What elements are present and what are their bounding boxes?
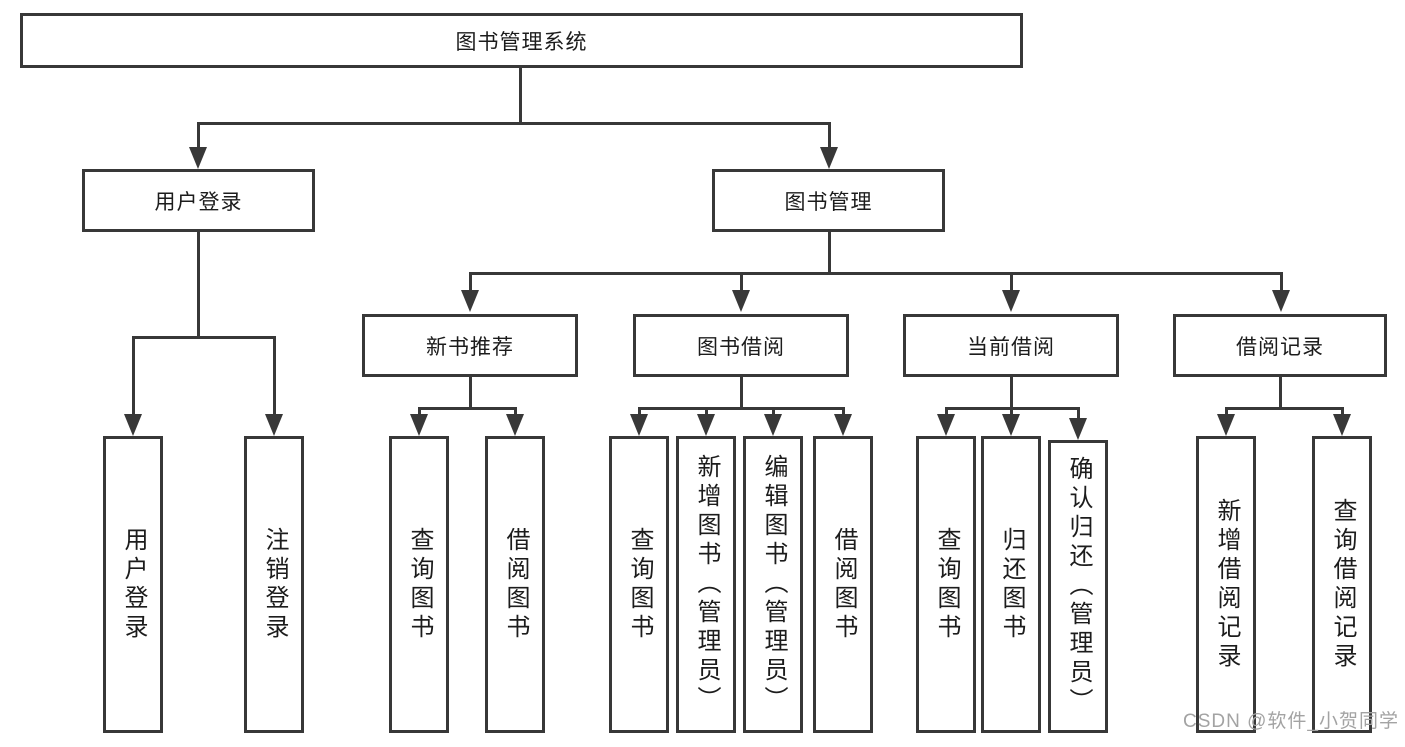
arrow-down-icon xyxy=(506,414,524,436)
node-new-book-recommend: 新书推荐 xyxy=(362,314,578,377)
node-current-borrowing: 当前借阅 xyxy=(903,314,1119,377)
arrow-shaft xyxy=(1077,407,1080,420)
arrow-shaft xyxy=(514,407,517,416)
arrow-shaft xyxy=(1010,272,1013,292)
node-book-borrowing: 图书借阅 xyxy=(633,314,849,377)
leaf-confirm-return-admin: 确认归还（管理员） xyxy=(1048,440,1108,733)
arrow-shaft xyxy=(638,407,641,416)
node-label: 用户登录 xyxy=(154,190,243,214)
leaf-query-books-recommend: 查询图书 xyxy=(389,436,449,733)
arrow-shaft xyxy=(197,122,200,149)
connector-line xyxy=(197,232,200,337)
arrow-down-icon xyxy=(1333,414,1351,436)
leaf-label: 用户登录 xyxy=(120,526,147,643)
node-label: 图书借阅 xyxy=(697,335,785,359)
arrow-down-icon xyxy=(630,414,648,436)
arrow-down-icon xyxy=(1217,414,1235,436)
arrow-shaft xyxy=(469,272,472,292)
connector-line xyxy=(197,122,831,125)
node-label: 借阅记录 xyxy=(1236,335,1324,359)
leaf-borrow-books: 借阅图书 xyxy=(813,436,873,733)
csdn-watermark: CSDN @软件_小贺同学 xyxy=(1183,711,1399,732)
arrow-down-icon xyxy=(124,414,142,436)
connector-line xyxy=(828,232,831,273)
leaf-label: 查询图书 xyxy=(406,526,433,643)
connector-line xyxy=(638,407,844,410)
connector-line xyxy=(1225,407,1343,410)
arrow-down-icon xyxy=(1002,414,1020,436)
leaf-label: 借阅图书 xyxy=(830,526,857,643)
arrow-shaft xyxy=(273,336,276,416)
leaf-borrow-books-recommend: 借阅图书 xyxy=(485,436,545,733)
connector-line xyxy=(469,377,472,408)
leaf-label: 查询图书 xyxy=(626,526,653,643)
arrow-down-icon xyxy=(189,147,207,169)
node-borrowing-records: 借阅记录 xyxy=(1173,314,1387,377)
leaf-label: 新增借阅记录 xyxy=(1213,497,1240,672)
arrow-shaft xyxy=(772,407,775,416)
arrow-shaft xyxy=(842,407,845,416)
node-label: 图书管理 xyxy=(784,190,873,214)
leaf-label: 编辑图书（管理员） xyxy=(760,454,787,715)
arrow-down-icon xyxy=(410,414,428,436)
leaf-label: 确认归还（管理员） xyxy=(1065,456,1092,717)
connector-line xyxy=(469,272,1282,275)
arrow-shaft xyxy=(1225,407,1228,416)
arrow-shaft xyxy=(945,407,948,416)
node-label: 新书推荐 xyxy=(426,335,514,359)
leaf-label: 新增图书（管理员） xyxy=(693,454,720,715)
leaf-label: 归还图书 xyxy=(998,526,1025,643)
connector-line xyxy=(1279,377,1282,408)
arrow-down-icon xyxy=(937,414,955,436)
arrow-down-icon xyxy=(461,290,479,312)
arrow-down-icon xyxy=(1069,418,1087,440)
arrow-down-icon xyxy=(697,414,715,436)
leaf-add-books-admin: 新增图书（管理员） xyxy=(676,436,736,733)
arrow-down-icon xyxy=(820,147,838,169)
arrow-down-icon xyxy=(1002,290,1020,312)
leaf-user-login: 用户登录 xyxy=(103,436,163,733)
arrow-down-icon xyxy=(732,290,750,312)
connector-line xyxy=(740,377,743,408)
connector-line xyxy=(519,68,522,123)
arrow-down-icon xyxy=(1272,290,1290,312)
node-user-login: 用户登录 xyxy=(82,169,315,232)
leaf-logout: 注销登录 xyxy=(244,436,304,733)
arrow-down-icon xyxy=(764,414,782,436)
node-label: 当前借阅 xyxy=(967,335,1055,359)
arrow-shaft xyxy=(705,407,708,416)
leaf-query-borrow-record: 查询借阅记录 xyxy=(1312,436,1372,733)
arrow-shaft xyxy=(1280,272,1283,292)
arrow-shaft xyxy=(418,407,421,416)
connector-line xyxy=(418,407,516,410)
node-label: 图书管理系统 xyxy=(455,30,588,54)
arrow-shaft xyxy=(828,122,831,149)
leaf-edit-books-admin: 编辑图书（管理员） xyxy=(743,436,803,733)
leaf-label: 查询图书 xyxy=(933,526,960,643)
leaf-label: 查询借阅记录 xyxy=(1329,497,1356,672)
node-book-management: 图书管理 xyxy=(712,169,945,232)
leaf-query-books-current: 查询图书 xyxy=(916,436,976,733)
leaf-query-books-borrowing: 查询图书 xyxy=(609,436,669,733)
leaf-return-books: 归还图书 xyxy=(981,436,1041,733)
arrow-shaft xyxy=(132,336,135,416)
arrow-shaft xyxy=(1010,407,1013,416)
node-root-library-system: 图书管理系统 xyxy=(20,13,1023,68)
arrow-down-icon xyxy=(834,414,852,436)
arrow-shaft xyxy=(740,272,743,292)
leaf-label: 注销登录 xyxy=(261,526,288,643)
arrow-shaft xyxy=(1341,407,1344,416)
leaf-add-borrow-record: 新增借阅记录 xyxy=(1196,436,1256,733)
leaf-label: 借阅图书 xyxy=(502,526,529,643)
arrow-down-icon xyxy=(265,414,283,436)
connector-line xyxy=(132,336,275,339)
connector-line xyxy=(1010,377,1013,408)
